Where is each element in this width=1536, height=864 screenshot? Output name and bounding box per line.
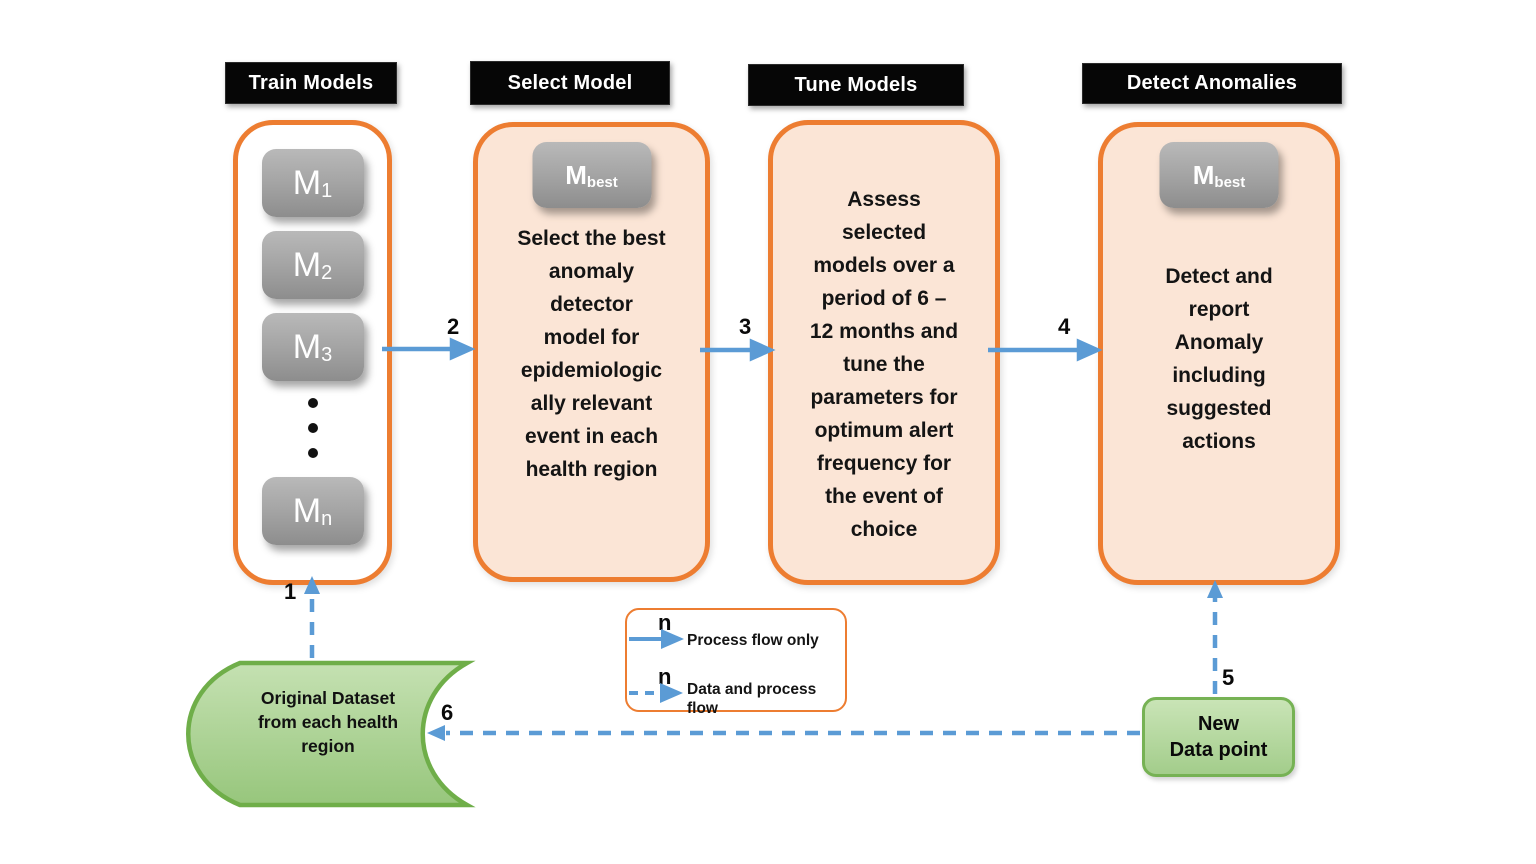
model-chip-label: M <box>292 245 322 284</box>
model-chip-label: M <box>292 163 322 202</box>
legend-box: n Process flow only n Data and process f… <box>625 608 847 717</box>
dot <box>307 448 318 458</box>
model-chip-subscript: best <box>1214 173 1246 191</box>
header-train-models: Train Models <box>225 62 397 104</box>
flow-step-1-label: 1 <box>284 579 297 604</box>
stage-description: Assess selected models over a period of … <box>809 188 959 541</box>
model-chip-subscript: n <box>321 507 333 530</box>
stage-description: Detect and report Anomaly including sugg… <box>1165 265 1273 453</box>
flow-step-3-label: 3 <box>739 314 752 339</box>
header-tune-models: Tune Models <box>748 64 964 106</box>
stage-description: Select the best anomaly detector model f… <box>517 227 666 481</box>
stage-tune-models: Assess selected models over a period of … <box>768 120 1000 585</box>
legend-dashed-label: Data and process flow <box>687 681 817 717</box>
model-chip-label: M <box>292 491 322 530</box>
header-select-model: Select Model <box>470 61 670 105</box>
flow-step-6-label: 6 <box>441 700 454 725</box>
data-arrow-6-head <box>427 725 445 741</box>
new-data-point-box: New Data point <box>1142 697 1295 777</box>
model-chip-label: M <box>565 159 587 190</box>
legend-n-solid: n <box>658 610 672 635</box>
ellipsis-dots <box>307 398 318 473</box>
process-arrow-2-head <box>449 337 476 361</box>
legend-n-dashed: n <box>658 664 672 689</box>
model-chip-subscript: 3 <box>321 343 333 366</box>
dot <box>307 398 318 408</box>
flow-step-2-label: 2 <box>447 314 460 339</box>
dot <box>307 423 318 433</box>
process-arrow-4-head <box>1076 338 1103 362</box>
model-chip-subscript: best <box>586 173 618 191</box>
legend-solid-label: Process flow only <box>687 632 819 649</box>
header-detect-anomalies: Detect Anomalies <box>1082 63 1342 104</box>
model-chip-label: M <box>1192 159 1215 190</box>
model-chip-label: M <box>292 327 322 366</box>
flow-step-5-label: 5 <box>1222 665 1235 690</box>
model-chip-subscript: 1 <box>321 179 333 202</box>
model-chip-subscript: 2 <box>321 261 333 284</box>
flow-step-4-label: 4 <box>1058 314 1071 339</box>
datastore-label: Original Dataset from each health region <box>257 688 399 756</box>
